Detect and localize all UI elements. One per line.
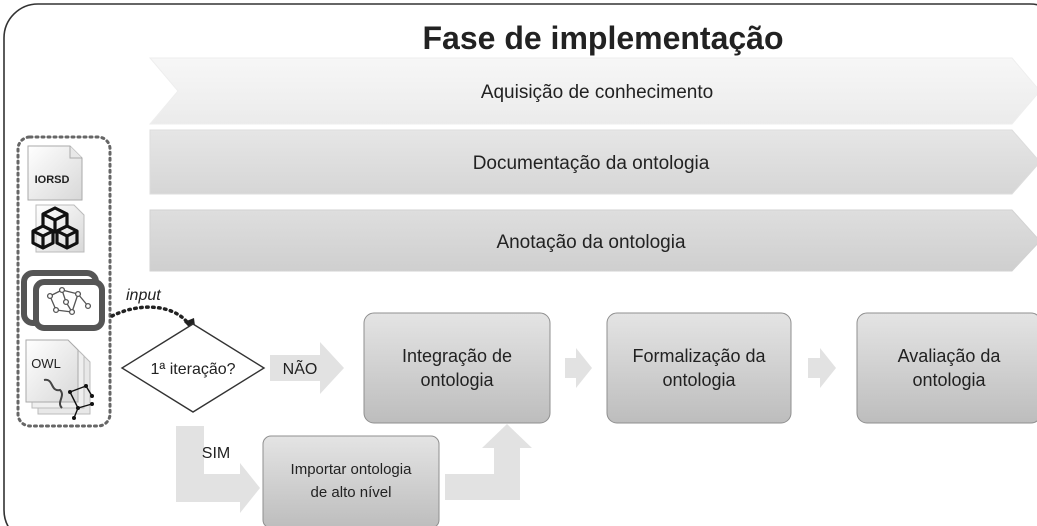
step-integration-line1: Integração de <box>402 346 512 366</box>
no-arrow <box>270 342 344 394</box>
import-line1: Importar ontologia <box>291 461 413 478</box>
graph-network-icon <box>21 270 105 331</box>
input-label: input <box>126 287 161 304</box>
iorsd-label: IORSD <box>35 174 70 186</box>
decision-label: 1ª iteração? <box>150 361 235 378</box>
input-arrow <box>110 305 192 328</box>
diagram-title: Fase de implementação <box>422 20 783 56</box>
decision-diamond[interactable] <box>120 323 266 413</box>
step-integration-box[interactable] <box>363 312 551 424</box>
step-integration-line2: ontologia <box>420 370 494 390</box>
phase-label-acquisition: Aquisição de conhecimento <box>481 82 713 103</box>
import-line2: de alto nível <box>311 484 392 501</box>
phase-label-documentation: Documentação da ontologia <box>473 153 710 174</box>
no-label: NÃO <box>283 358 318 378</box>
step-formalization-box[interactable] <box>606 312 792 424</box>
step-evaluation-line2: ontologia <box>912 370 986 390</box>
owl-label: OWL <box>31 356 61 371</box>
input-sources-panel <box>16 135 112 428</box>
cubes-icon <box>31 204 85 253</box>
yes-label: SIM <box>202 445 230 462</box>
step-formalization-line1: Formalização da <box>632 346 766 366</box>
phase-band-annotation <box>149 209 1037 272</box>
import-to-integration-arrow <box>445 424 532 500</box>
yes-arrow <box>176 426 260 513</box>
step-evaluation-box[interactable] <box>856 312 1037 424</box>
arrow-formalization-to-evaluation <box>808 348 836 388</box>
phase-band-acquisition <box>148 57 1037 125</box>
step-evaluation-line1: Avaliação da <box>898 346 1002 366</box>
step-formalization-line2: ontologia <box>662 370 736 390</box>
arrow-integration-to-formalization <box>565 348 592 388</box>
import-ontology-box[interactable] <box>262 435 440 526</box>
iorsd-document-icon: IORSD <box>27 145 83 201</box>
phase-label-annotation: Anotação da ontologia <box>496 232 686 253</box>
phase-band-documentation <box>149 129 1037 195</box>
owl-document-icon: OWL <box>25 339 94 420</box>
